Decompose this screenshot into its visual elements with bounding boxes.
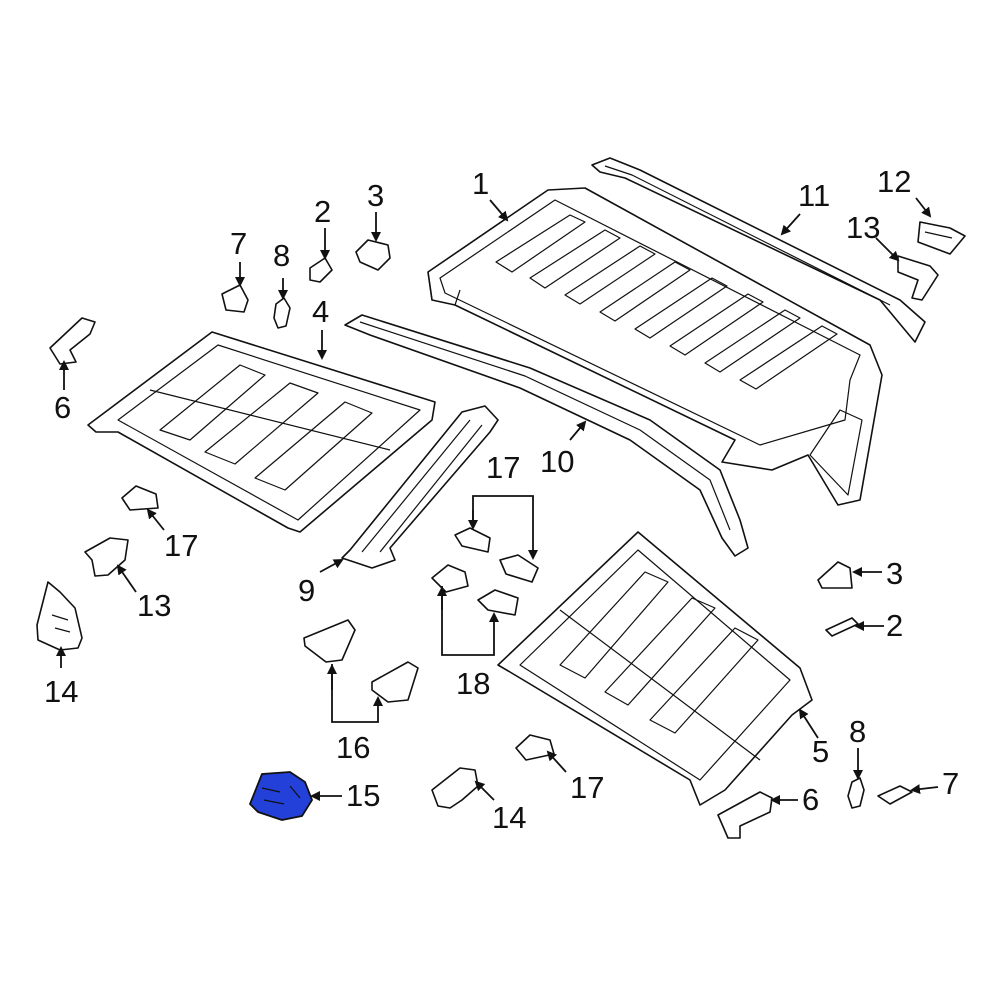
callout-12: 12 — [877, 164, 912, 199]
callout-8-lower: 8 — [849, 714, 867, 749]
part-17-clip-center-b[interactable] — [499, 554, 539, 583]
callout-6-right: 6 — [802, 782, 820, 817]
callout-11: 11 — [798, 178, 831, 213]
callout-3-upper: 3 — [367, 178, 385, 213]
part-9-side-bow[interactable] — [341, 405, 499, 569]
part-16-bracket-a[interactable] — [303, 619, 356, 663]
part-2-clip-lower[interactable] — [825, 617, 859, 637]
callout-8-upper: 8 — [273, 238, 291, 273]
part-17-clip-right[interactable] — [515, 734, 555, 761]
part-2-clip-upper[interactable] — [309, 257, 333, 283]
callout-7-lower: 7 — [942, 766, 960, 801]
callout-17-right: 17 — [570, 770, 605, 805]
callout-7-upper: 7 — [230, 226, 248, 261]
callout-15: 15 — [346, 778, 381, 813]
part-17-clip-left[interactable] — [121, 485, 159, 511]
callout-2-upper: 2 — [314, 194, 332, 229]
callout-13-upper: 13 — [846, 210, 881, 245]
part-7-clip-lower[interactable] — [877, 785, 913, 805]
part-17-clip-center-a[interactable] — [454, 527, 491, 553]
part-11-seal-strip[interactable] — [591, 157, 926, 343]
part-13-bracket-upper[interactable] — [897, 255, 939, 301]
part-14-bracket-left[interactable] — [36, 581, 83, 651]
callout-17-left: 17 — [164, 528, 199, 563]
part-16-bracket-b[interactable] — [371, 661, 419, 703]
callout-18: 18 — [456, 666, 491, 701]
callout-17-center: 17 — [486, 450, 521, 485]
part-14-bracket-right[interactable] — [431, 767, 479, 809]
part-1-roof-panel[interactable] — [427, 187, 883, 506]
callout-16: 16 — [336, 730, 371, 765]
callout-14-right: 14 — [492, 800, 527, 835]
part-8-pad-upper[interactable] — [273, 297, 291, 329]
callout-3-lower: 3 — [886, 556, 904, 591]
leader-lines — [56, 197, 939, 805]
callout-4: 4 — [312, 294, 330, 329]
part-6-bracket-right[interactable] — [717, 791, 773, 839]
callout-9: 9 — [298, 573, 316, 608]
part-12-bracket[interactable] — [917, 221, 966, 255]
callout-1: 1 — [472, 166, 490, 201]
part-10-roof-rail[interactable] — [344, 314, 749, 557]
part-5-right-panel[interactable] — [497, 531, 813, 806]
part-3-bracket-lower[interactable] — [817, 561, 853, 589]
callout-14-left: 14 — [44, 674, 79, 709]
part-3-bracket-upper[interactable] — [355, 239, 391, 271]
part-8-pad-lower[interactable] — [847, 777, 865, 809]
callout-10: 10 — [540, 444, 575, 479]
callout-5: 5 — [812, 734, 830, 769]
callout-13-left: 13 — [137, 588, 172, 623]
part-18-bracket-a[interactable] — [431, 564, 469, 593]
part-6-bracket-left[interactable] — [49, 317, 96, 365]
part-7-clip-upper[interactable] — [221, 284, 249, 313]
part-18-bracket-b[interactable] — [477, 589, 519, 616]
part-15-highlighted-bracket[interactable] — [249, 771, 313, 821]
callout-6-left: 6 — [54, 390, 72, 425]
part-4-left-panel[interactable] — [87, 331, 436, 533]
callout-2-lower: 2 — [886, 608, 904, 643]
